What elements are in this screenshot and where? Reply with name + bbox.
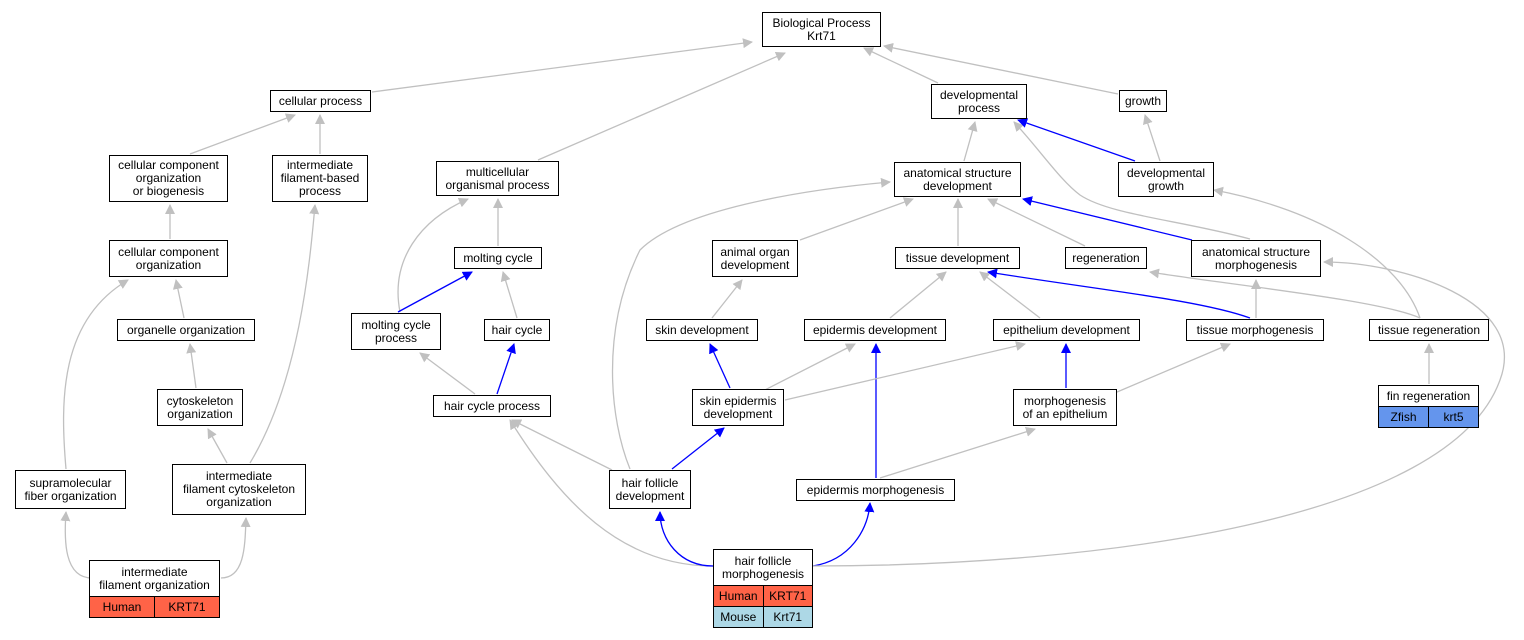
gene-cell: krt5: [1428, 407, 1478, 427]
edge-hfd-asd: [611, 177, 891, 470]
edge-hfm-asm: [812, 257, 1506, 567]
edge-hcp-hc: [496, 343, 516, 395]
node-hair-follicle-morphogenesis[interactable]: hair follicle morphogenesis: [713, 549, 813, 586]
node-hair-cycle[interactable]: hair cycle: [484, 319, 550, 341]
edge-dp-bp: [863, 47, 939, 84]
edge-ccob-cp: [189, 113, 296, 155]
species-cell: Zfish: [1379, 407, 1428, 427]
node-tissue-morphogenesis[interactable]: tissue morphogenesis: [1186, 319, 1324, 341]
node-regeneration[interactable]: regeneration: [1065, 247, 1147, 269]
species-cell: Human: [714, 586, 763, 606]
edge-hfm-hcp: [509, 419, 714, 567]
node-molting-cycle[interactable]: molting cycle: [454, 247, 542, 269]
edge-em-moae: [879, 426, 1036, 479]
annotation-table-hair-follicle-morphogenesis: Human KRT71 Mouse Krt71: [713, 586, 813, 628]
node-intermediate-filament-based-process[interactable]: intermediate filament-based process: [272, 155, 368, 202]
node-hair-follicle-development[interactable]: hair follicle development: [609, 470, 691, 509]
species-cell: Mouse: [714, 607, 763, 627]
node-intermediate-filament-cytoskeleton-organization[interactable]: intermediate filament cytoskeleton organ…: [172, 464, 306, 515]
edge-mcp-mop: [397, 198, 469, 313]
edge-sed-sd: [709, 343, 731, 389]
edge-dg-growth: [1143, 114, 1161, 162]
node-intermediate-filament-organization[interactable]: intermediate filament organization: [89, 560, 220, 597]
edge-sd-aod: [711, 279, 743, 319]
annotation-row: Mouse Krt71: [714, 606, 812, 627]
edge-sed-epd: [784, 341, 1026, 401]
edge-hfm-em: [812, 502, 875, 567]
edge-reg-asd: [987, 198, 1086, 247]
node-tissue-regeneration[interactable]: tissue regeneration: [1369, 319, 1489, 341]
edge-oo-cco: [172, 279, 185, 319]
annotation-row: Human KRT71: [90, 597, 219, 617]
edge-dg-dp: [1017, 118, 1136, 162]
node-cytoskeleton-organization[interactable]: cytoskeleton organization: [157, 389, 243, 426]
node-skin-development[interactable]: skin development: [646, 319, 758, 341]
node-skin-epidermis-development[interactable]: skin epidermis development: [692, 389, 784, 426]
edge-growth-bp: [883, 42, 1119, 95]
edge-hcp-mcp: [419, 352, 476, 395]
node-epithelium-development[interactable]: epithelium development: [993, 319, 1140, 341]
edge-mcp-mc: [397, 271, 473, 313]
edge-sfo-cco: [62, 279, 129, 470]
annotation-table-intermediate-filament-organization: Human KRT71: [89, 597, 220, 618]
edge-ifo-ifco: [220, 517, 251, 579]
node-supramolecular-fiber-organization[interactable]: supramolecular fiber organization: [15, 470, 126, 509]
edge-asm-dp: [1013, 121, 1251, 240]
node-animal-organ-development[interactable]: animal organ development: [712, 240, 798, 277]
node-growth[interactable]: growth: [1119, 90, 1167, 112]
edge-hc-mc: [500, 271, 518, 319]
edge-mop-bp: [537, 51, 786, 161]
node-organelle-organization[interactable]: organelle organization: [117, 319, 255, 341]
edge-hfm-hfd: [655, 511, 714, 567]
node-fin-regeneration[interactable]: fin regeneration: [1378, 385, 1479, 407]
node-molting-cycle-process[interactable]: molting cycle process: [351, 313, 441, 350]
node-epidermis-morphogenesis[interactable]: epidermis morphogenesis: [796, 479, 955, 501]
node-cellular-component-organization[interactable]: cellular component organization: [109, 240, 228, 277]
node-biological-process[interactable]: Biological Process Krt71: [762, 12, 881, 47]
node-cellular-process[interactable]: cellular process: [270, 90, 371, 112]
node-multicellular-organismal-process[interactable]: multicellular organismal process: [436, 161, 559, 196]
edge-tr-reg: [1149, 268, 1421, 319]
edge-ifco-ifbp: [249, 204, 320, 464]
edge-asd-dp: [963, 121, 978, 162]
node-developmental-growth[interactable]: developmental growth: [1118, 162, 1214, 197]
edge-aod-asd: [799, 197, 914, 241]
edge-co-oo: [186, 343, 197, 389]
node-developmental-process[interactable]: developmental process: [931, 84, 1027, 119]
edge-epd-td: [979, 271, 1041, 319]
edge-tr-dg: [1213, 186, 1421, 319]
edge-moae-tm: [1109, 342, 1231, 396]
annotation-table-fin-regeneration: Zfish krt5: [1378, 407, 1479, 428]
node-anatomical-structure-development[interactable]: anatomical structure development: [894, 162, 1021, 197]
edge-asm-asd: [1022, 196, 1193, 241]
node-cellular-component-organization-or-biogenesis[interactable]: cellular component organization or bioge…: [109, 155, 228, 202]
node-tissue-development[interactable]: tissue development: [895, 247, 1020, 269]
gene-cell: KRT71: [762, 586, 812, 606]
annotation-row: Human KRT71: [714, 586, 812, 606]
species-cell: Human: [90, 597, 154, 617]
edge-tm-td: [987, 268, 1251, 319]
edge-hfd-hcp: [511, 419, 613, 471]
edge-ed-td: [889, 271, 947, 319]
gene-cell: KRT71: [154, 597, 219, 617]
annotation-row: Zfish krt5: [1379, 407, 1478, 427]
node-hair-cycle-process[interactable]: hair cycle process: [433, 395, 551, 417]
edge-ifco-co: [207, 428, 228, 464]
node-morphogenesis-of-an-epithelium[interactable]: morphogenesis of an epithelium: [1013, 389, 1117, 426]
edge-hfd-sed: [671, 427, 725, 470]
node-anatomical-structure-morphogenesis[interactable]: anatomical structure morphogenesis: [1191, 240, 1321, 277]
node-epidermis-development[interactable]: epidermis development: [804, 319, 946, 341]
edge-sed-ed: [754, 343, 856, 396]
edge-cp-bp: [371, 38, 753, 93]
gene-cell: Krt71: [762, 607, 812, 627]
edge-ifo-sfo: [60, 511, 93, 579]
